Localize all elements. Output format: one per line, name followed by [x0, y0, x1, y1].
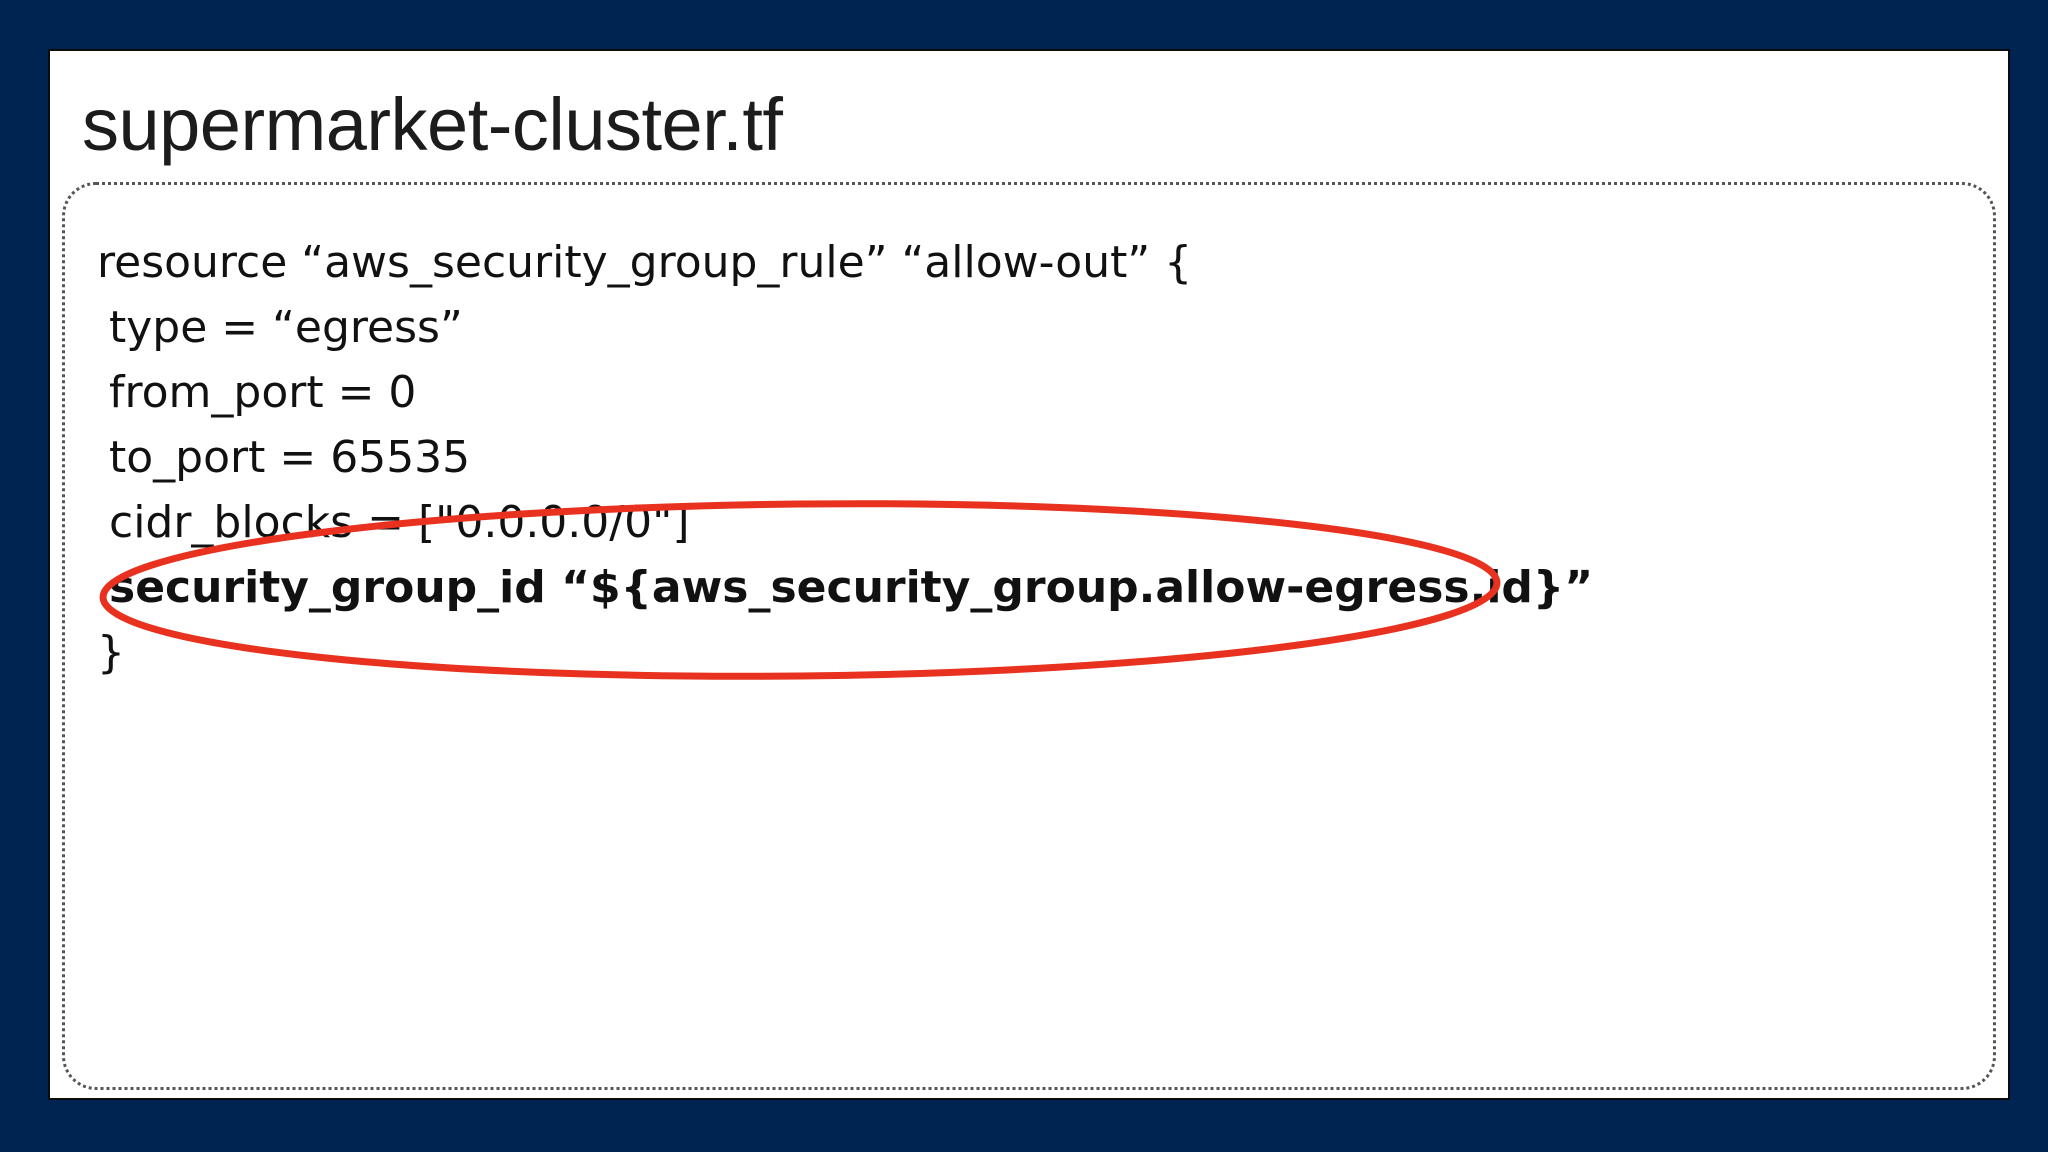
code-line-cidr-blocks: cidr_blocks = ["0.0.0.0/0"] [109, 497, 690, 548]
code-line-resource: resource “aws_security_group_rule” “allo… [97, 237, 1193, 288]
slide-title: supermarket-cluster.tf [82, 83, 783, 166]
code-line-from-port: from_port = 0 [109, 367, 417, 418]
code-line-to-port: to_port = 65535 [109, 432, 471, 483]
code-line-security-group-id: security_group_id “${aws_security_group.… [109, 562, 1594, 613]
code-line-closing-brace: } [97, 627, 125, 678]
code-line-type: type = “egress” [109, 302, 463, 353]
